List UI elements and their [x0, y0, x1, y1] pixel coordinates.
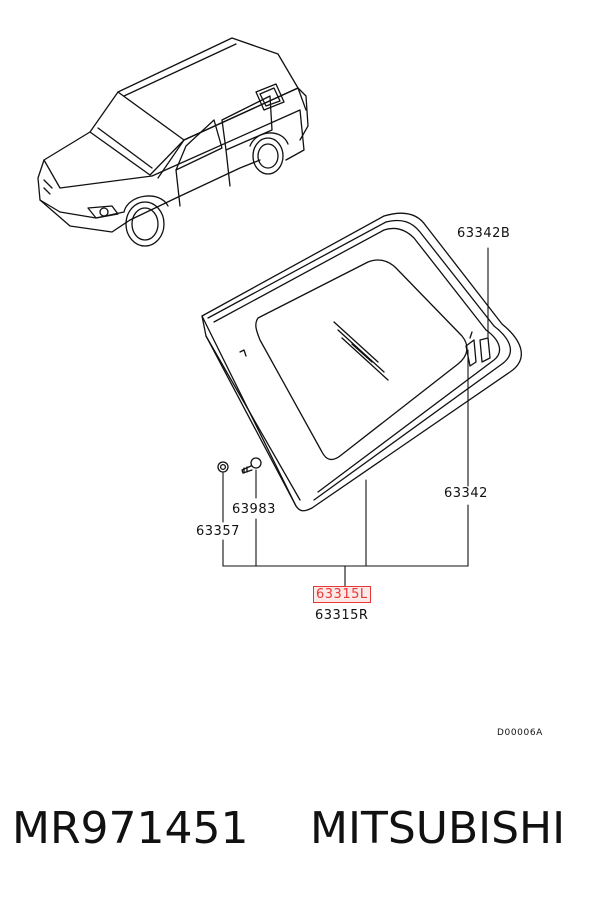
label-63315r: 63315R — [315, 608, 369, 623]
diagram-code: D00006A — [497, 728, 543, 738]
car-illustration — [37, 37, 309, 247]
parts-diagram: 63342B 63342 63983 63357 63315L 63315R D… — [37, 37, 543, 738]
quarter-glass-assembly — [201, 212, 522, 512]
part-number: MR971451 — [12, 803, 249, 854]
fastener-63983 — [241, 457, 262, 474]
label-63342: 63342 — [444, 486, 488, 501]
label-63357: 63357 — [196, 524, 240, 539]
label-63315l[interactable]: 63315L — [313, 586, 371, 603]
fastener-63357 — [217, 461, 229, 473]
label-63983: 63983 — [232, 502, 276, 517]
brand-name: MITSUBISHI — [310, 803, 566, 854]
label-63342b: 63342B — [457, 226, 511, 241]
leader-lines — [222, 247, 489, 587]
footer: MR971451 MITSUBISHI — [0, 795, 600, 875]
